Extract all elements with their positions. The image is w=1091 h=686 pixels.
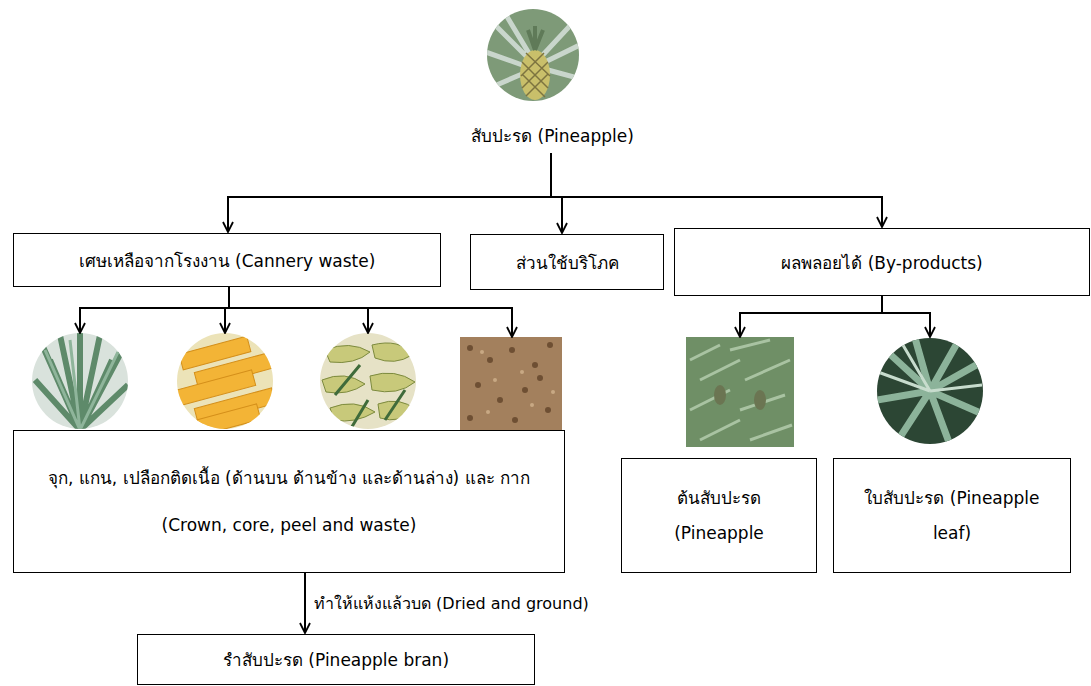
process-box: ต้นสับปะรด (Pineapple <box>621 458 817 573</box>
edge-label: ทำให้แห้งแล้วบด (Dried and ground) <box>311 591 592 616</box>
plant-field-photo <box>686 337 794 447</box>
connector-line <box>304 573 306 633</box>
connector-arrow <box>551 153 562 233</box>
text-stack: ต้นสับปะรด (Pineapple <box>667 481 771 551</box>
text-stack: ใบสับปะรด (Pineapple leaf) <box>854 481 1050 551</box>
connector-arrow <box>551 153 882 227</box>
connector-line <box>229 287 368 333</box>
bran-photo <box>460 337 562 430</box>
process-box: ส่วนใช้บริโภค <box>470 234 664 290</box>
connector-line <box>551 153 882 227</box>
node-text: ส่วนใช้บริโภค <box>516 249 619 276</box>
text-stack: ส่วนใช้บริโภค <box>516 249 619 276</box>
process-box: ใบสับปะรด (Pineapple leaf) <box>833 458 1071 573</box>
node-text: เศษเหลือจากโรงงาน (Cannery waste) <box>79 247 376 274</box>
process-box: ผลพลอยได้ (By-products) <box>674 228 1090 296</box>
connector-arrow <box>228 153 551 232</box>
node-text: จุก, แกน, เปลือกติดเนื้อ (ด้านบน ด้านข้า… <box>32 455 546 549</box>
node-text: ใบสับปะรด (Pineapple leaf) <box>854 481 1050 551</box>
text-stack: รำสับปะรด (Pineapple bran) <box>223 646 449 673</box>
text-stack: ผลพลอยได้ (By-products) <box>781 249 982 276</box>
connector-arrow <box>305 573 306 633</box>
photo-caption: สับปะรด (Pineapple) <box>440 118 665 153</box>
node-text: ต้นสับปะรด (Pineapple <box>667 481 771 551</box>
text-stack: สับปะรด (Pineapple) <box>471 122 634 149</box>
connector-line <box>229 287 512 337</box>
process-box: เศษเหลือจากโรงงาน (Cannery waste) <box>13 233 441 287</box>
connector-arrow <box>740 296 882 337</box>
connector-line <box>740 296 882 337</box>
leaf-photo <box>875 337 985 447</box>
connector-arrow <box>882 296 930 337</box>
node-text: รำสับปะรด (Pineapple bran) <box>223 646 449 673</box>
node-text: ผลพลอยได้ (By-products) <box>781 249 982 276</box>
connector-arrow <box>80 287 512 337</box>
connector-line <box>882 296 930 337</box>
connector-line <box>551 153 562 233</box>
core-photo <box>174 333 275 440</box>
connector-line <box>80 287 229 333</box>
connector-line <box>228 153 551 232</box>
peel-photo <box>318 333 418 433</box>
node-text: สับปะรด (Pineapple) <box>471 122 634 149</box>
process-box: รำสับปะรด (Pineapple bran) <box>137 634 535 685</box>
text-stack: จุก, แกน, เปลือกติดเนื้อ (ด้านบน ด้านข้า… <box>32 455 546 549</box>
text-stack: เศษเหลือจากโรงงาน (Cannery waste) <box>79 247 376 274</box>
crown-photo <box>30 333 130 433</box>
process-box: จุก, แกน, เปลือกติดเนื้อ (ด้านบน ด้านข้า… <box>13 430 565 573</box>
pineapple-photo <box>480 5 590 105</box>
